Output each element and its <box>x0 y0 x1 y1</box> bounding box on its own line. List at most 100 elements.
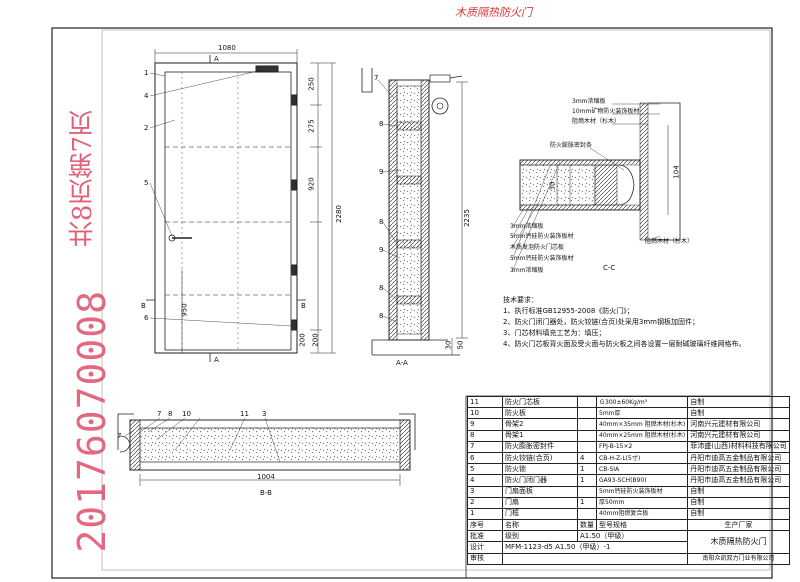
bom-cell-name: 门框 <box>502 507 578 521</box>
section-bb <box>117 413 416 486</box>
bom-cell-qty: 1 <box>577 474 597 487</box>
dim-50: 50 <box>456 340 465 350</box>
callout-bb-3: 3 <box>262 410 267 418</box>
cc-label-8: 5mm钙硅防火装饰板材 <box>510 255 574 262</box>
bom-cell-maker: 丹阳市迪高五金制品有限公司 <box>687 451 790 465</box>
bom-cell-qty <box>577 485 597 498</box>
bom-h-qty: 数量 <box>577 519 597 532</box>
bom-cell-maker: 自制 <box>687 407 790 420</box>
bom-cell-no: 9 <box>467 418 503 431</box>
bom-cell-no: 11 <box>467 395 503 409</box>
note-item: 1、执行标准GB12955-2008《防火门》； <box>503 307 634 315</box>
bom-cell-maker: 自制 <box>687 485 790 498</box>
bom-cell-no: 10 <box>467 407 503 420</box>
bom-cell-spec: GA93-SCH(B90) <box>595 474 689 487</box>
bom-cell-no: 5 <box>467 463 503 476</box>
dim-cc-104: 104 <box>672 165 681 179</box>
handwritten-note: 木质隔热防火门 <box>455 6 532 19</box>
drawing-code: MFM-1123-d5 A1.50（甲级）-1 <box>501 541 689 554</box>
callout-sec-8a: 8 <box>379 120 384 128</box>
front-elevation <box>146 49 336 362</box>
note-item: 4、防火门芯板背火面及受火面与防火板之间各设置一层耐碱玻璃纤维网格布。 <box>503 340 746 348</box>
bom-h-maker: 生产厂家 <box>687 519 790 532</box>
bom-cell-no: 2 <box>467 496 503 509</box>
view-label-cc: C-C <box>603 264 616 272</box>
bom-cell-spec: Ｇ300±60Kg/m³ <box>595 395 689 409</box>
view-label-aa: A-A <box>396 359 408 367</box>
bom-cell-qty <box>577 395 597 409</box>
bom-cell-name: 骨架1 <box>502 429 578 442</box>
grade-value: A1.50（甲级） <box>576 530 689 543</box>
grade-label: 级别 <box>502 530 578 543</box>
dim-275: 275 <box>307 119 316 133</box>
bom-h-spec: 型号规格 <box>595 519 689 532</box>
bom-cell-qty <box>577 418 597 431</box>
bom-cell-no: 3 <box>467 485 503 498</box>
bom-cell-maker: 丹阳市迪高五金制品有限公司 <box>687 463 790 476</box>
bom-cell-qty: 4 <box>577 451 597 465</box>
dim-2280: 2280 <box>334 205 343 223</box>
section-cc <box>511 102 681 273</box>
bom-h-no: 序号 <box>467 519 503 532</box>
bom-cell-spec: 5mm厚 <box>595 407 689 420</box>
callout-bb-7b: 7 <box>157 410 162 418</box>
bom-header-row: 序号 名称 数量 型号规格 生产厂家 <box>467 519 790 532</box>
cc-label-9: 3mm浓缩板 <box>510 267 544 274</box>
bom-cell-qty <box>577 507 597 521</box>
callout-front-2: 2 <box>144 124 149 132</box>
section-mark-b-left: B <box>141 302 146 310</box>
bom-cell-name: 门扇面板 <box>502 485 578 498</box>
callout-sec-7: 7 <box>374 74 379 82</box>
review-label: 审核 <box>467 552 503 565</box>
dim-30: 30 <box>444 340 453 350</box>
bom-cell-maker: 自制 <box>687 507 790 521</box>
product-title: 木质隔热防火门 <box>687 530 790 554</box>
bom-cell-no: 7 <box>467 440 503 453</box>
dim-920: 920 <box>307 177 316 191</box>
bom-cell-name: 防火门闭门器 <box>502 474 578 487</box>
bom-cell-spec: FPJ-B-15×2 <box>595 440 689 453</box>
dim-250: 250 <box>307 77 316 91</box>
bom-cell-name: 门扇 <box>502 496 578 509</box>
bom-cell-spec: 40mm×35mm 阻燃木材(杉木) <box>595 418 689 431</box>
title-row-3: 审核 南阳众凯双力门业有限公司 <box>467 552 790 565</box>
callout-sec-8d: 8 <box>379 312 384 320</box>
approve-label: 批准 <box>467 530 503 543</box>
cc-label-1: 3mm浓缩板 <box>572 98 606 105</box>
bom-cell-name: 防火锁 <box>502 463 578 476</box>
dim-1004: 1004 <box>257 473 275 481</box>
callout-bb-8: 8 <box>168 410 173 418</box>
bom-cell-name: 骨架2 <box>502 418 578 431</box>
bom-cell-spec: 40mm×25mm 阻燃木材(杉木) <box>595 429 689 442</box>
notes-title: 技术要求： <box>503 296 538 304</box>
bom-cell-qty <box>577 429 597 442</box>
callout-sec-8c: 8 <box>379 284 384 292</box>
bom-h-name: 名称 <box>502 519 578 532</box>
callout-front-1: 1 <box>144 69 149 77</box>
bom-cell-spec: 5mm钙硅防火装饰板材 <box>595 485 689 498</box>
technical-notes: 技术要求： 1、执行标准GB12955-2008《防火门》； 2、防火门闭门器处… <box>503 295 745 350</box>
dim-width: 1080 <box>218 44 236 52</box>
bom-cell-spec: 40mm阻燃复合板 <box>595 507 689 521</box>
dim-950: 950 <box>180 303 189 317</box>
design-label: 设计 <box>467 541 503 554</box>
bom-cell-name: 防火铰链(合页) <box>502 451 578 465</box>
bom-cell-no: 4 <box>467 474 503 487</box>
bom-cell-qty: 1 <box>577 463 597 476</box>
title-row-1: 批准 级别 A1.50（甲级） 木质隔热防火门 <box>467 530 790 554</box>
bom-cell-maker: 自制 <box>687 496 790 509</box>
cc-label-7: 木质发泡防火门芯板 <box>510 244 565 251</box>
bom-cell-spec: CB-SIA <box>595 463 689 476</box>
bom-cell-no: 1 <box>467 507 503 521</box>
